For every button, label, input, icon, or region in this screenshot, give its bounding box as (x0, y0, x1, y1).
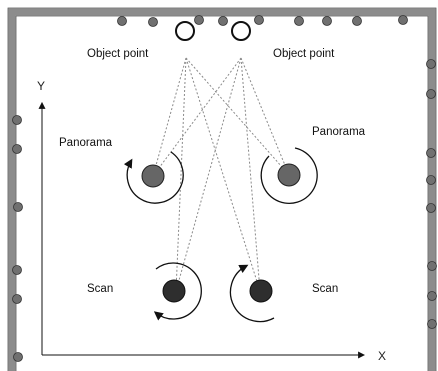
wall-marker (12, 144, 22, 154)
object-point-label-left: Object point (87, 48, 149, 60)
object-point-right (231, 21, 251, 41)
room-wall-inner-edge (15, 15, 429, 371)
rotation-arrow-icon (153, 262, 202, 321)
rotation-arrow-icon (229, 264, 275, 323)
wall-marker (426, 175, 436, 185)
scan-station-right (229, 264, 275, 323)
wall-marker (194, 15, 204, 25)
sight-line (152, 57, 242, 177)
wall-marker (426, 89, 436, 99)
wall-marker (322, 16, 332, 26)
wall-marker (426, 203, 436, 213)
scan-station-marker (249, 279, 273, 303)
room-wall-outer-edge (7, 7, 437, 371)
sight-line (185, 57, 261, 292)
panorama-station-right (260, 147, 318, 205)
panorama-label-right: Panorama (312, 126, 366, 138)
wall-marker (427, 291, 437, 301)
rotation-arrow-icon (260, 147, 318, 205)
room-wall (8, 8, 436, 371)
x-axis-label: X (378, 349, 387, 363)
wall-marker (117, 16, 127, 26)
scan-station-marker (162, 279, 186, 303)
sight-line (185, 57, 290, 176)
wall-marker (352, 16, 362, 26)
sight-line (240, 57, 290, 176)
wall-marker (254, 15, 264, 25)
panorama-station-marker (141, 164, 165, 188)
wall-marker (12, 294, 22, 304)
wall-marker (13, 352, 23, 362)
sight-line (175, 57, 242, 292)
wall-marker (13, 202, 23, 212)
wall-markers (12, 15, 437, 362)
sight-lines (152, 57, 290, 292)
y-axis-label: Y (37, 79, 46, 93)
rotation-arrow-icon (123, 151, 184, 204)
wall-marker (427, 261, 437, 271)
sight-line (152, 57, 187, 177)
wall-marker (398, 15, 408, 25)
wall-marker (148, 17, 158, 27)
panorama-label-left: Panorama (59, 137, 113, 149)
wall-marker (12, 115, 22, 125)
sight-line (175, 57, 187, 292)
panorama-station-left (123, 151, 184, 204)
wall-marker (426, 59, 436, 69)
wall-marker (426, 148, 436, 158)
scan-station-left (153, 262, 202, 321)
wall-marker (294, 16, 304, 26)
scan-label-right: Scan (312, 283, 339, 295)
wall-marker (427, 319, 437, 329)
wall-marker (218, 16, 228, 26)
scan-label-left: Scan (87, 283, 114, 295)
object-point-left (175, 21, 195, 41)
panorama-station-marker (277, 163, 301, 187)
wall-marker (12, 265, 22, 275)
object-point-label-right: Object point (273, 48, 335, 60)
sight-line (240, 57, 261, 292)
